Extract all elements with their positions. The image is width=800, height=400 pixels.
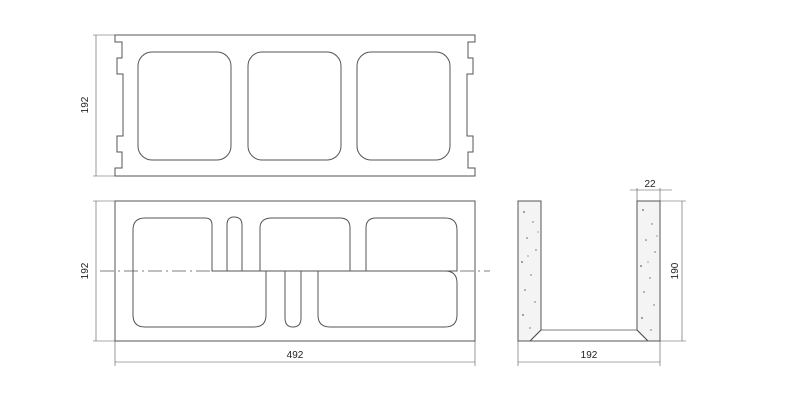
- section-width-label: 192: [581, 350, 598, 361]
- section-left-wall: [517, 200, 542, 342]
- front-view-cell-right-lower: [317, 270, 458, 328]
- front-view-length-label: 492: [287, 350, 304, 361]
- section-right-wall: [636, 200, 661, 342]
- front-view-length-dimension: 492: [114, 341, 476, 366]
- front-view-slot: [226, 216, 243, 271]
- section-height-label: 190: [670, 262, 681, 279]
- top-view-cell-2: [247, 51, 342, 161]
- section-height-dimension: 190: [660, 200, 686, 342]
- top-view-cell-3: [356, 51, 451, 161]
- top-view-outline: [114, 34, 476, 177]
- top-view-height-label: 192: [80, 96, 91, 113]
- section-view: 22 190 192: [517, 179, 686, 366]
- front-view-height-dimension: 192: [80, 200, 115, 342]
- front-view-lower-slot: [284, 271, 302, 328]
- front-view-outline: [114, 200, 476, 342]
- front-view-cell-left: [132, 217, 267, 328]
- section-wall-label: 22: [644, 179, 656, 190]
- concrete-hatch: [521, 209, 658, 331]
- top-view: 192: [80, 34, 476, 177]
- front-view-height-label: 192: [80, 262, 91, 279]
- section-wall-dimension: 22: [630, 179, 672, 201]
- front-view-cell-middle: [259, 217, 351, 272]
- top-view-height-dimension: 192: [80, 34, 115, 177]
- front-view: 192 492: [80, 200, 490, 366]
- section-width-dimension: 192: [517, 341, 661, 366]
- front-view-cell-right-upper: [365, 217, 458, 272]
- top-view-cell-1: [137, 51, 232, 161]
- section-cavity: [528, 201, 650, 342]
